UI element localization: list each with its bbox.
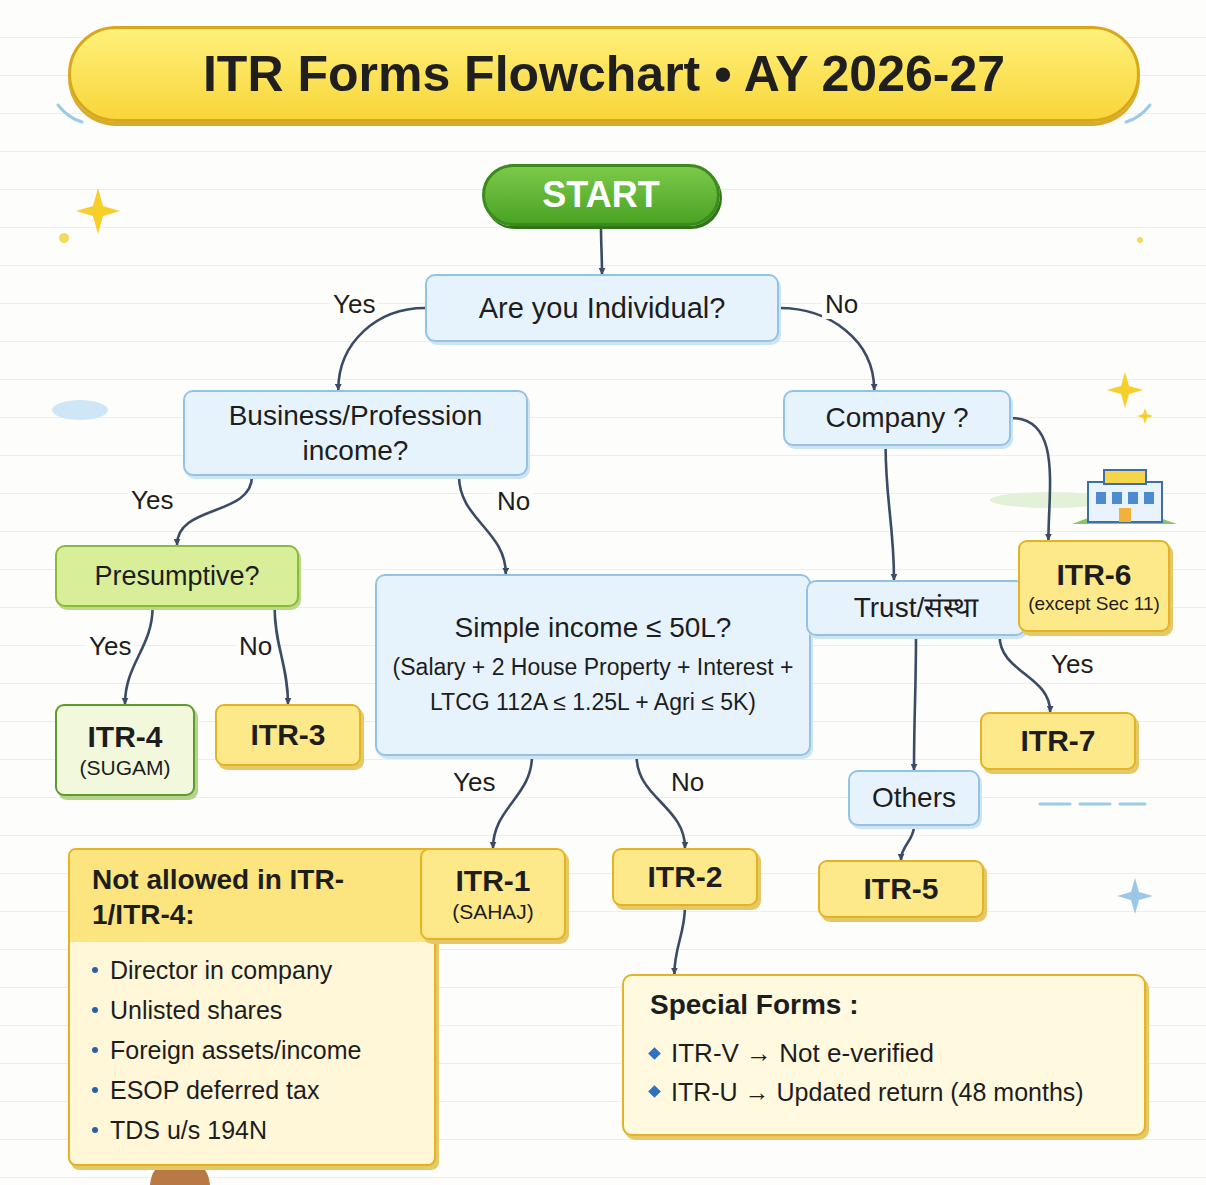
bullet-dot	[92, 1007, 98, 1013]
node-title: Simple income ≤ 50L?	[455, 611, 732, 645]
bullet-dot	[92, 1087, 98, 1093]
node-text: (Salary + 2 House Property + Interest + …	[391, 650, 795, 719]
list-item: ESOP deferred tax	[92, 1075, 319, 1105]
wash	[52, 400, 108, 420]
dot	[1137, 237, 1143, 243]
bullet-star	[648, 1047, 661, 1060]
building-icon	[1072, 470, 1177, 524]
edge-label: No	[494, 487, 533, 516]
decision-box: Others	[848, 770, 980, 826]
edge-label: No	[822, 290, 861, 319]
node-title: ITR-3	[251, 717, 326, 753]
form-box: ITR-5	[818, 860, 984, 918]
node-title: Presumptive?	[94, 560, 259, 592]
list-item: ITR-V → Not e-verified	[650, 1038, 934, 1069]
special-box: Special Forms : ITR-V → Not e-verifiedITR…	[622, 974, 1146, 1136]
swoosh	[58, 105, 1150, 804]
title: ITR Forms Flowchart • AY 2026-27	[203, 44, 1005, 104]
edge-label: Yes	[330, 290, 378, 319]
node-text: ITR-U → Updated return (48 months)	[671, 1077, 1084, 1107]
connector-arrow	[886, 446, 894, 580]
bullet-dot	[92, 967, 98, 973]
node-title: ITR-6	[1057, 557, 1132, 593]
dot	[59, 233, 69, 243]
node-text: ESOP deferred tax	[110, 1075, 319, 1105]
decision-box: Are you Individual?	[425, 274, 779, 342]
sparkle	[1117, 878, 1153, 914]
node-title: ITR-7	[1021, 723, 1096, 759]
edge-label: No	[236, 632, 275, 661]
bullet-dot	[92, 1127, 98, 1133]
edge-label: Yes	[450, 768, 498, 797]
node-text: TDS u/s 194N	[110, 1115, 267, 1145]
edge-label: Yes	[128, 486, 176, 515]
edge-label: Yes	[86, 632, 134, 661]
edge-label: No	[668, 768, 707, 797]
connector-arrow	[275, 607, 288, 704]
node-title: Not allowed in ITR-1/ITR-4:	[70, 850, 434, 942]
node-text: ITR-V → Not e-verified	[671, 1038, 934, 1069]
decision-box: Trust/संस्था	[806, 580, 1026, 636]
connector-arrow	[914, 636, 916, 770]
list-item: Director in company	[92, 955, 332, 985]
connector-arrow	[1000, 636, 1051, 712]
decision-box: Presumptive?	[55, 545, 299, 607]
node-title: Company ?	[825, 401, 968, 435]
connector-arrow	[601, 226, 602, 274]
node-title: ITR-1	[456, 863, 531, 899]
node-text: (SUGAM)	[80, 755, 171, 780]
node-title: ITR-4	[88, 719, 163, 755]
node-title: Business/Profession income?	[199, 398, 512, 468]
node-text: Foreign assets/income	[110, 1035, 362, 1065]
list-item: Foreign assets/income	[92, 1035, 362, 1065]
list-item: Unlisted shares	[92, 995, 282, 1025]
form-box: ITR-6(except Sec 11)	[1018, 540, 1170, 632]
node-title: Trust/संस्था	[854, 591, 979, 625]
title-banner: ITR Forms Flowchart • AY 2026-27	[68, 26, 1140, 122]
connector-arrow	[338, 308, 425, 390]
node-text: (SAHAJ)	[452, 899, 534, 924]
form-box: ITR-4(SUGAM)	[55, 704, 195, 796]
connector-arrow	[674, 906, 685, 974]
connector-arrow	[1011, 418, 1050, 540]
note-box: Not allowed in ITR-1/ITR-4: Director in c…	[68, 848, 436, 1166]
decision-box: Company ?	[783, 390, 1011, 446]
edge-label: Yes	[1048, 650, 1096, 679]
node-title: Are you Individual?	[479, 291, 726, 326]
connector-arrow	[901, 826, 914, 860]
decision-box: Business/Profession income?	[183, 390, 528, 476]
form-box: ITR-7	[980, 712, 1136, 770]
bullet-star	[648, 1085, 661, 1098]
form-box: ITR-3	[215, 704, 361, 766]
node-title: ITR-2	[648, 859, 723, 895]
list-item: TDS u/s 194N	[92, 1115, 267, 1145]
decision-box: Simple income ≤ 50L? (Salary + 2 House Pr…	[375, 574, 811, 756]
node-title: ITR-5	[864, 871, 939, 907]
list-item: ITR-U → Updated return (48 months)	[650, 1077, 1084, 1107]
form-box: ITR-2	[612, 848, 758, 906]
node-text: Unlisted shares	[110, 995, 282, 1025]
connector-arrow	[493, 756, 532, 848]
node-title: START	[542, 173, 659, 216]
node-title: Special Forms :	[650, 988, 859, 1022]
start-pill: START	[482, 164, 720, 226]
form-box: ITR-1(SAHAJ)	[420, 848, 566, 940]
node-text: Director in company	[110, 955, 332, 985]
node-text: (except Sec 11)	[1028, 593, 1160, 616]
connector-arrow	[177, 476, 252, 545]
bullet-dot	[92, 1047, 98, 1053]
connector-arrow	[779, 308, 874, 390]
node-title: Others	[872, 781, 956, 815]
